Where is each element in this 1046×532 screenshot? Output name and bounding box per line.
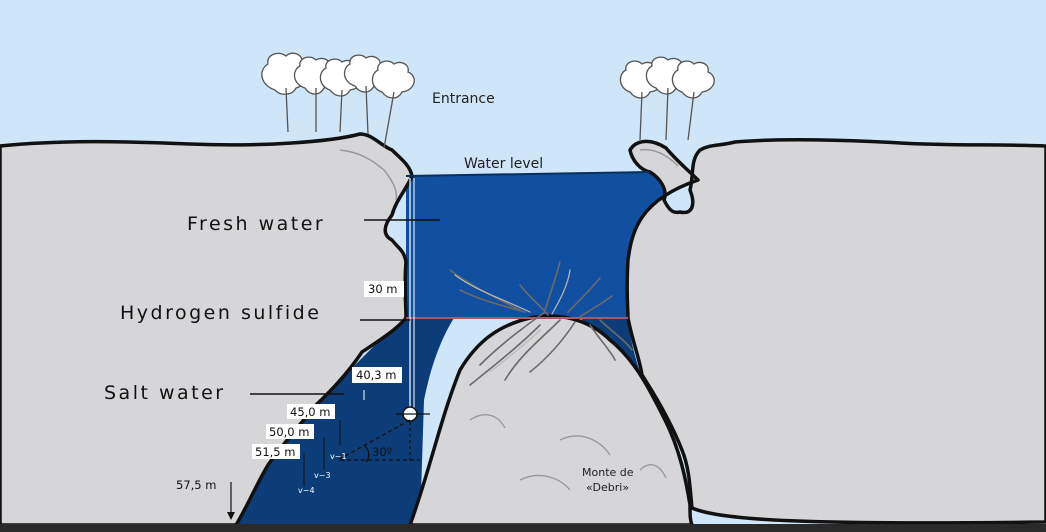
depth-label-45: 45,0 m — [290, 405, 330, 419]
depth-box-45 — [287, 404, 335, 419]
water-surface-line — [405, 171, 651, 177]
tree-icon — [261, 52, 309, 133]
trees-left — [261, 52, 415, 149]
depth-box-50 — [266, 424, 314, 439]
entrance-label: Entrance — [432, 91, 495, 107]
depth-box-51 — [252, 444, 300, 459]
depth-label-50: 50,0 m — [269, 425, 309, 439]
mound-texture — [469, 414, 667, 491]
fresh-water-label: Fresh water — [187, 213, 325, 235]
tree-roots-light — [454, 269, 571, 373]
rock-edge-highlight-right — [639, 148, 679, 167]
monte-label-line2: «Debri» — [586, 481, 629, 494]
hydrogen-sulfide-label: Hydrogen sulfide — [120, 302, 321, 324]
depth-box-40 — [352, 367, 402, 383]
depth-label-30: 30 m — [368, 282, 398, 296]
rock-edge-highlight — [339, 149, 398, 201]
trees-right — [619, 56, 715, 141]
depth-box-30 — [364, 281, 404, 297]
angle-arc — [363, 444, 370, 463]
depth-arrow-icon — [227, 512, 235, 520]
marker-v1: v~1 — [330, 452, 347, 461]
tree-icon — [671, 60, 715, 141]
angle-label: 30º — [372, 445, 392, 459]
debris-mound — [408, 314, 694, 527]
water-level-label: Water level — [464, 156, 543, 172]
marker-v3: v~3 — [314, 471, 331, 480]
depth-label-57: 57,5 m — [176, 478, 216, 492]
right-rock — [625, 138, 1046, 525]
marker-v4: v~4 — [298, 486, 315, 495]
salt-water-label: Salt water — [104, 382, 226, 404]
monte-label-line1: Monte de — [582, 466, 634, 479]
tree-icon — [371, 60, 415, 149]
depth-label-40: 40,3 m — [356, 368, 396, 382]
fresh-water-body — [406, 172, 667, 318]
depth-label-51: 51,5 m — [255, 445, 295, 459]
bottom-strip — [0, 524, 1046, 532]
